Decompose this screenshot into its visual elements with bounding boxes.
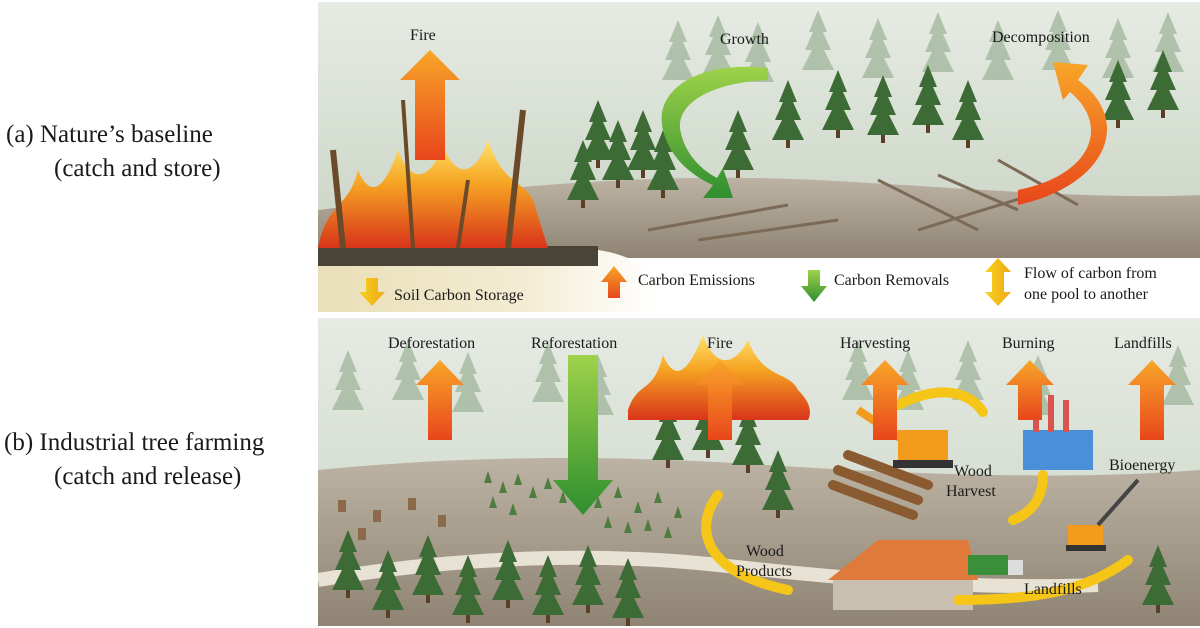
deforestation-emission-arrow — [416, 360, 464, 440]
label-wood-harvest-1: Wood — [954, 463, 992, 480]
growth-removal-arrow — [661, 66, 768, 199]
label-reforestation: Reforestation — [531, 335, 617, 352]
top-fire — [318, 99, 548, 249]
panel-b-subtitle: (catch and release) — [54, 463, 242, 490]
landfills-emission-arrow — [1128, 360, 1176, 440]
label-bioenergy: Bioenergy — [1109, 457, 1175, 474]
label-wood-products-2: Products — [736, 563, 792, 580]
panel-a-label: (a) Nature’s baseline (catch and store) — [0, 118, 310, 186]
label-landfills-bottom: Landfills — [1024, 581, 1082, 598]
panel-b-title: (b) Industrial tree farming — [4, 429, 265, 456]
wood-products-warehouse — [828, 540, 978, 610]
legend-carbon-removals: Carbon Removals — [834, 272, 949, 289]
panel-a-subtitle: (catch and store) — [54, 155, 221, 182]
burning-emission-arrow — [1006, 360, 1054, 420]
legend-carbon-emissions: Carbon Emissions — [638, 272, 755, 289]
label-decomposition: Decomposition — [992, 29, 1090, 46]
label-bottom-fire: Fire — [707, 335, 733, 352]
excavator — [1066, 478, 1140, 551]
flow-double-arrow-icon — [985, 258, 1011, 306]
log-pile — [828, 450, 933, 520]
label-landfills-top: Landfills — [1114, 335, 1172, 352]
label-growth: Growth — [720, 31, 769, 48]
panel-b-label: (b) Industrial tree farming (catch and r… — [0, 426, 310, 494]
label-wood-harvest-2: Harvest — [946, 483, 996, 500]
landfill-truck — [968, 555, 1023, 575]
legend-flow-line1: Flow of carbon from — [1024, 265, 1157, 282]
bottom-fire-emission-arrow — [696, 360, 744, 440]
label-harvesting: Harvesting — [840, 335, 910, 352]
panel-a-title: (a) Nature’s baseline — [6, 121, 213, 148]
harvesting-emission-arrow — [861, 360, 909, 440]
soil-storage-down-arrow-icon — [359, 278, 385, 306]
label-burning: Burning — [1002, 335, 1054, 352]
deforested-stumps — [338, 498, 446, 540]
carbon-removals-down-arrow-icon — [801, 270, 827, 302]
label-wood-products-1: Wood — [746, 543, 784, 560]
decomposition-emission-arrow — [1018, 62, 1108, 205]
legend-flow-line2: one pool to another — [1024, 286, 1149, 303]
top-fire-emission-arrow — [400, 50, 460, 160]
legend: Soil Carbon Storage Carbon Emissions Car… — [359, 258, 1157, 306]
carbon-emissions-up-arrow-icon — [601, 266, 627, 298]
carbon-cycle-illustration: Fire Growth Decomposition Soil Carbon St… — [318, 2, 1200, 626]
legend-soil-carbon-storage: Soil Carbon Storage — [394, 287, 524, 304]
flow-arrows — [701, 387, 1133, 605]
label-deforestation: Deforestation — [388, 335, 475, 352]
top-fallen-logs — [647, 158, 1079, 242]
bottom-scene: Deforestation Reforestation Fire Harvest… — [318, 318, 1200, 626]
top-scene: Fire Growth Decomposition — [318, 2, 1200, 312]
reforestation-removal-arrow — [553, 355, 613, 515]
label-top-fire: Fire — [410, 27, 436, 44]
